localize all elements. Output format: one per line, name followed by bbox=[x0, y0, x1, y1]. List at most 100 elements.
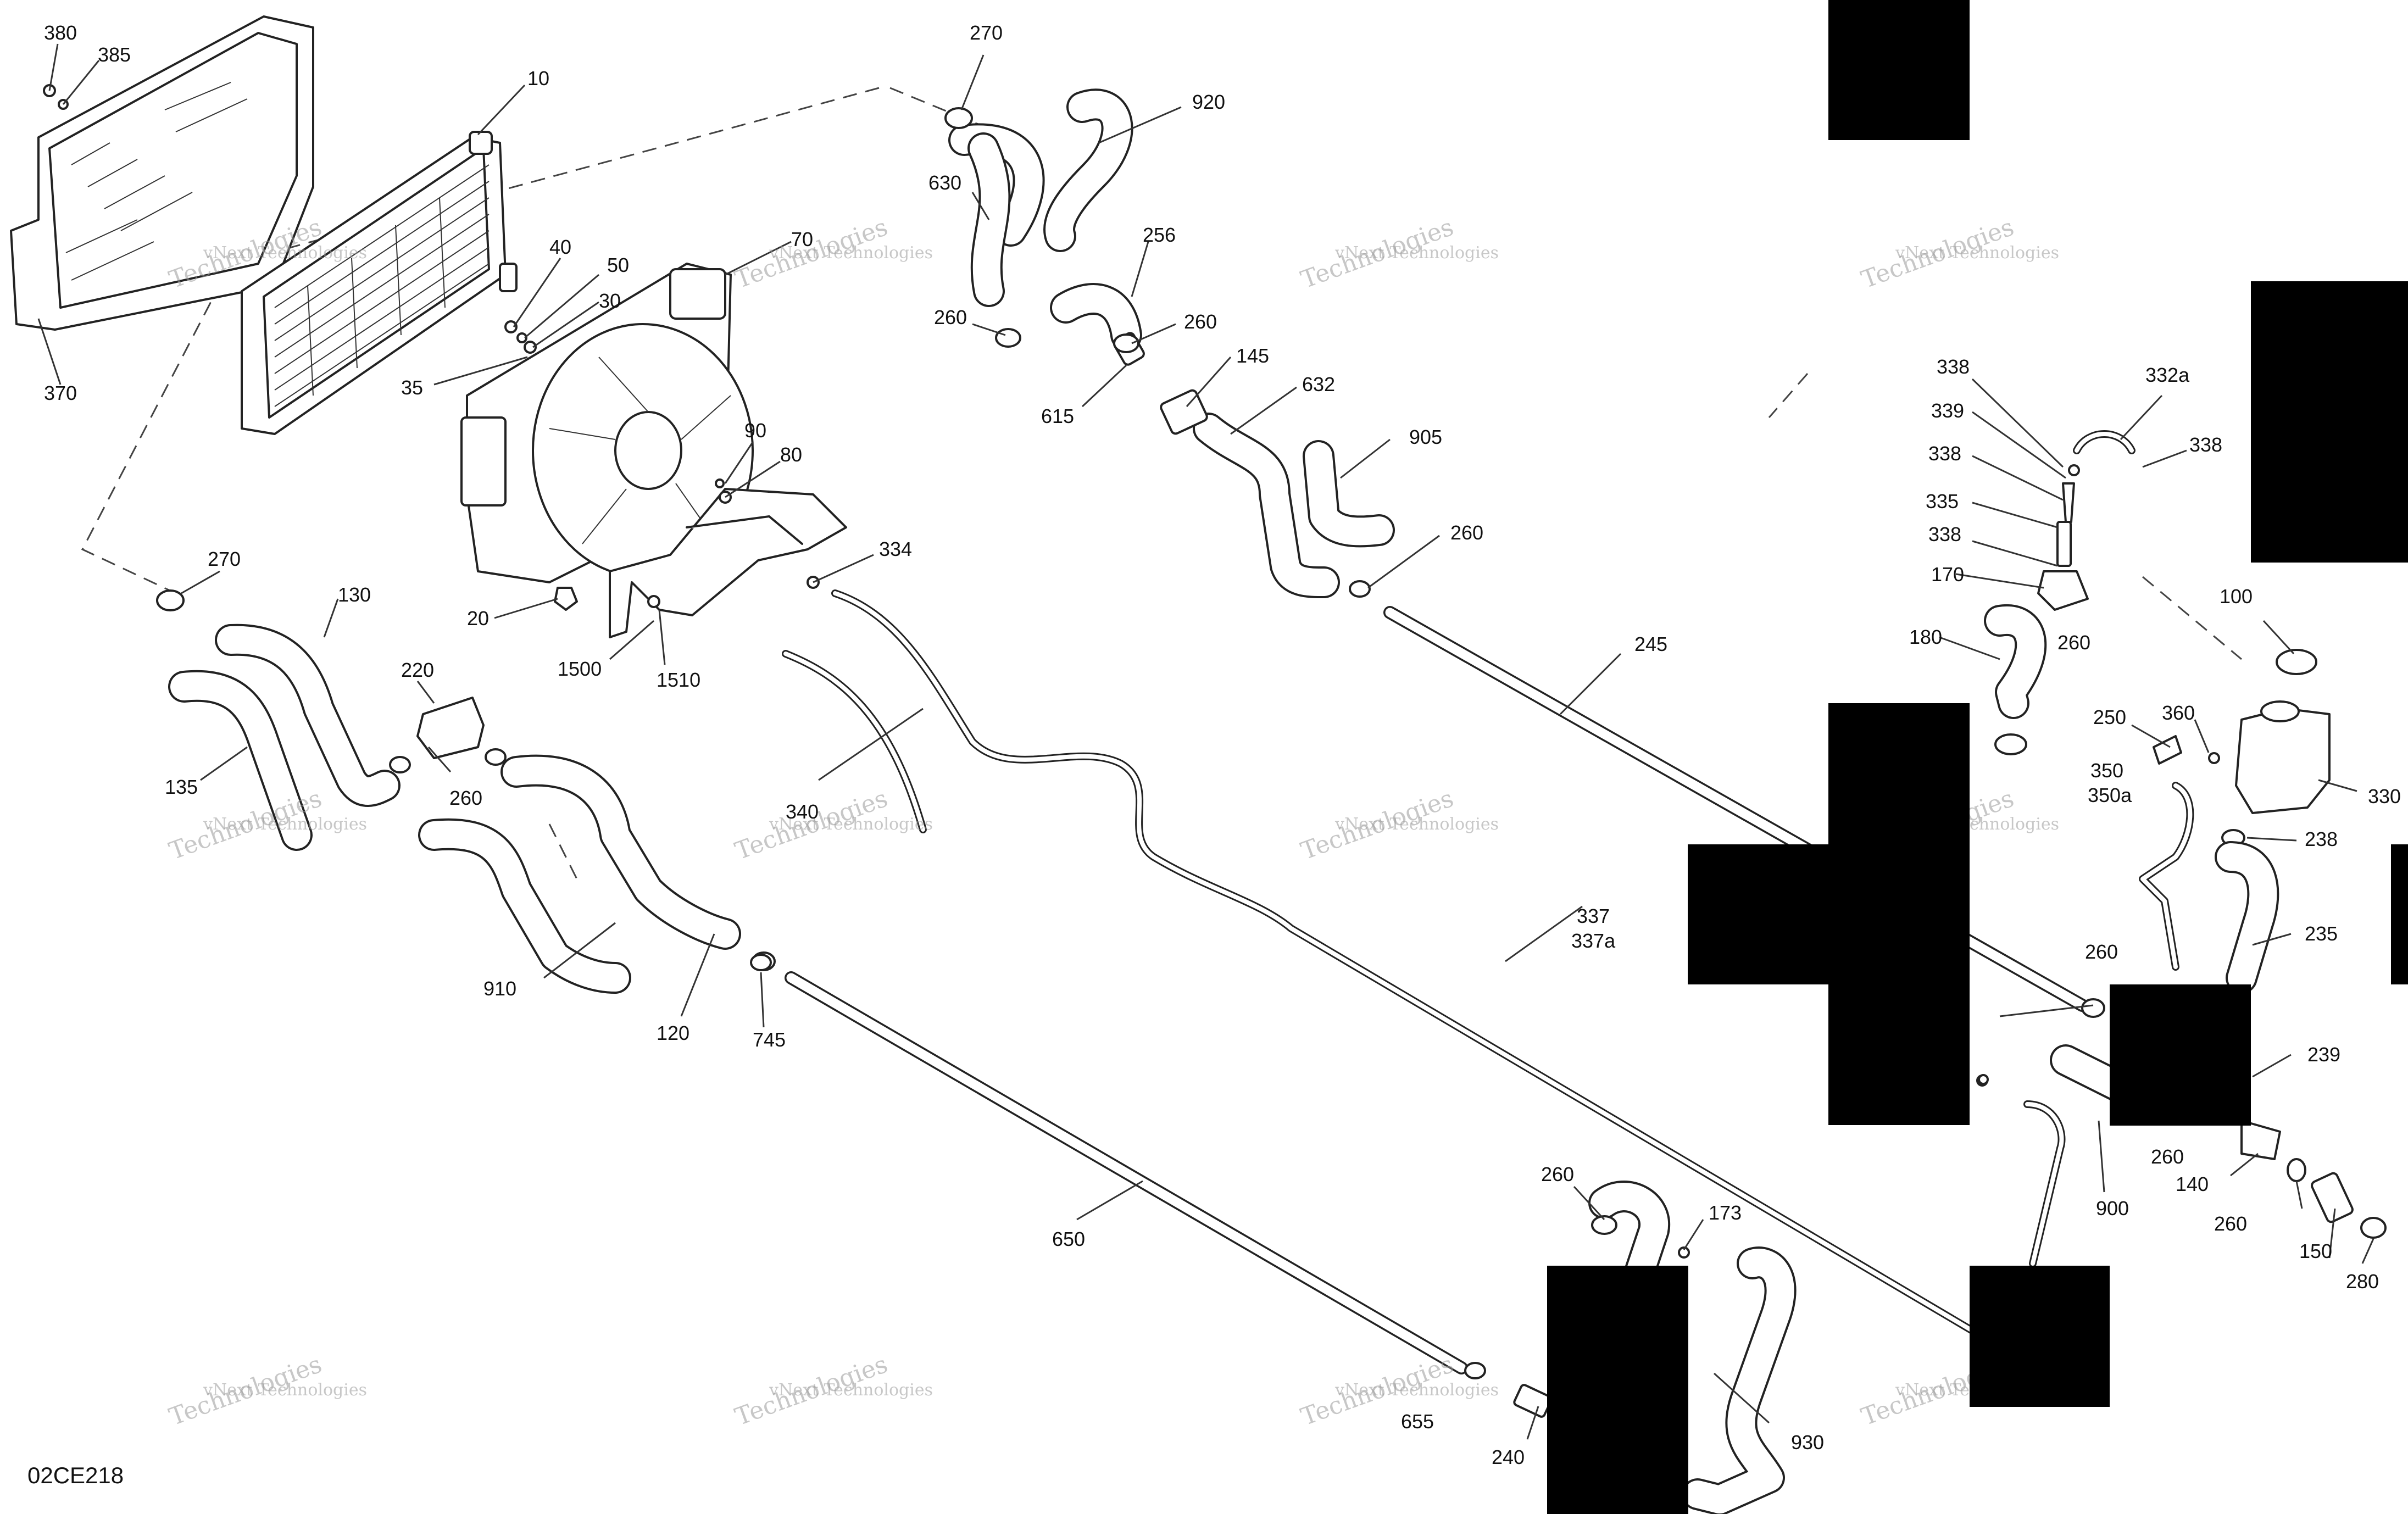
svg-text:vNext Technologies: vNext Technologies bbox=[1334, 1381, 1499, 1400]
reservoir-parts bbox=[1984, 430, 2387, 1239]
document-code: 02CE218 bbox=[27, 1462, 124, 1488]
callout-30: 30 bbox=[599, 290, 621, 312]
svg-text:vNext Technologies: vNext Technologies bbox=[1334, 815, 1499, 834]
callout-745: 745 bbox=[753, 1028, 786, 1051]
callout-339: 339 bbox=[1931, 399, 1964, 422]
callout-260-d: 260 bbox=[449, 787, 482, 809]
callout-655: 655 bbox=[1401, 1410, 1434, 1433]
callout-270-top: 270 bbox=[970, 21, 1003, 44]
callout-385: 385 bbox=[98, 43, 131, 66]
callout-910: 910 bbox=[483, 977, 516, 1000]
svg-text:vNext Technologies: vNext Technologies bbox=[1334, 243, 1499, 263]
callout-240: 240 bbox=[1492, 1446, 1525, 1468]
callout-220: 220 bbox=[401, 659, 434, 681]
redaction-block bbox=[1547, 1266, 1688, 1514]
hoses-upper bbox=[944, 88, 1395, 598]
callout-332a: 332a bbox=[2145, 364, 2190, 386]
callout-145: 145 bbox=[1236, 344, 1269, 367]
callout-650: 650 bbox=[1052, 1228, 1085, 1250]
callout-360: 360 bbox=[2162, 702, 2195, 724]
callout-280: 280 bbox=[2346, 1270, 2379, 1293]
svg-text:vNext Technologies: vNext Technologies bbox=[203, 1381, 367, 1400]
callout-338-c: 338 bbox=[2189, 433, 2222, 456]
callout-239: 239 bbox=[2307, 1043, 2340, 1066]
callout-20: 20 bbox=[467, 607, 489, 630]
callout-235: 235 bbox=[2305, 922, 2338, 945]
redaction-block bbox=[2251, 281, 2408, 563]
svg-text:vNext Technologies: vNext Technologies bbox=[203, 815, 367, 834]
hoses-lower-left bbox=[156, 589, 772, 994]
callout-335: 335 bbox=[1926, 490, 1959, 513]
redaction-block bbox=[2391, 844, 2408, 984]
callout-140: 140 bbox=[2176, 1173, 2209, 1195]
assembly-dash-lines bbox=[81, 87, 2242, 880]
callout-250: 250 bbox=[2093, 706, 2126, 728]
callout-337a: 337a bbox=[1571, 929, 1616, 952]
callout-245: 245 bbox=[1634, 633, 1667, 655]
callout-330: 330 bbox=[2368, 785, 2401, 808]
callout-260-i: 260 bbox=[1541, 1163, 1574, 1185]
callout-630: 630 bbox=[928, 171, 961, 194]
callout-1500: 1500 bbox=[558, 658, 602, 680]
callout-338-b: 338 bbox=[1928, 442, 1961, 465]
callout-350a: 350a bbox=[2088, 784, 2132, 806]
callout-338-d: 338 bbox=[1928, 523, 1961, 546]
callout-260-a: 260 bbox=[934, 306, 967, 329]
callout-260-b: 260 bbox=[1184, 310, 1217, 333]
callout-120: 120 bbox=[657, 1022, 689, 1044]
callout-615: 615 bbox=[1041, 405, 1074, 427]
callout-260-h: 260 bbox=[2214, 1212, 2247, 1235]
svg-text:vNext Technologies: vNext Technologies bbox=[769, 815, 933, 834]
callout-35: 35 bbox=[401, 376, 423, 399]
callout-180: 180 bbox=[1909, 626, 1942, 648]
callout-260-g: 260 bbox=[2151, 1145, 2184, 1168]
callout-100: 100 bbox=[2220, 585, 2253, 608]
redaction-block bbox=[1828, 0, 1970, 140]
callout-130: 130 bbox=[338, 583, 371, 606]
callout-900: 900 bbox=[2096, 1197, 2129, 1220]
callout-350: 350 bbox=[2090, 759, 2123, 782]
callout-170: 170 bbox=[1931, 563, 1964, 586]
redaction-blocks bbox=[1547, 0, 2408, 1514]
callout-256: 256 bbox=[1143, 224, 1176, 246]
callout-135: 135 bbox=[165, 776, 198, 798]
svg-text:vNext Technologies: vNext Technologies bbox=[769, 243, 933, 263]
callout-70: 70 bbox=[791, 228, 813, 251]
callout-260-e: 260 bbox=[2057, 631, 2090, 654]
redaction-block bbox=[1970, 1266, 2110, 1407]
hoses-bottom bbox=[1513, 1181, 1797, 1514]
callout-173: 173 bbox=[1709, 1201, 1742, 1224]
callout-334: 334 bbox=[879, 538, 912, 560]
callout-238: 238 bbox=[2305, 828, 2338, 850]
wire-337 bbox=[782, 589, 2066, 1344]
callout-90: 90 bbox=[744, 419, 766, 442]
radiator bbox=[241, 131, 518, 435]
callout-340: 340 bbox=[786, 800, 819, 823]
callout-632: 632 bbox=[1302, 373, 1335, 396]
fan-assembly bbox=[460, 263, 754, 583]
callout-338-a: 338 bbox=[1937, 355, 1970, 378]
callout-40: 40 bbox=[549, 236, 571, 258]
callout-337: 337 bbox=[1577, 905, 1610, 927]
callout-50: 50 bbox=[607, 254, 629, 276]
callout-905: 905 bbox=[1409, 426, 1442, 448]
air-shroud bbox=[10, 15, 314, 331]
callout-80: 80 bbox=[780, 443, 802, 466]
svg-text:vNext Technologies: vNext Technologies bbox=[769, 1381, 933, 1400]
redaction-block bbox=[2110, 984, 2251, 1126]
callout-260-f: 260 bbox=[2085, 940, 2118, 963]
callout-920: 920 bbox=[1192, 91, 1225, 113]
callout-380: 380 bbox=[44, 21, 77, 44]
fan-bracket bbox=[609, 488, 847, 638]
callout-1510: 1510 bbox=[657, 669, 700, 691]
callout-labels: 380 385 10 370 40 50 30 35 70 90 80 20 1… bbox=[44, 21, 2401, 1468]
tube-650 bbox=[752, 951, 1486, 1379]
svg-text:vNext Technologies: vNext Technologies bbox=[203, 243, 367, 263]
callout-150: 150 bbox=[2299, 1240, 2332, 1262]
callout-270-left: 270 bbox=[208, 548, 241, 570]
svg-text:vNext Technologies: vNext Technologies bbox=[1895, 243, 2059, 263]
callout-370: 370 bbox=[44, 382, 77, 404]
redaction-block bbox=[1688, 844, 1970, 984]
callout-930: 930 bbox=[1791, 1431, 1824, 1454]
